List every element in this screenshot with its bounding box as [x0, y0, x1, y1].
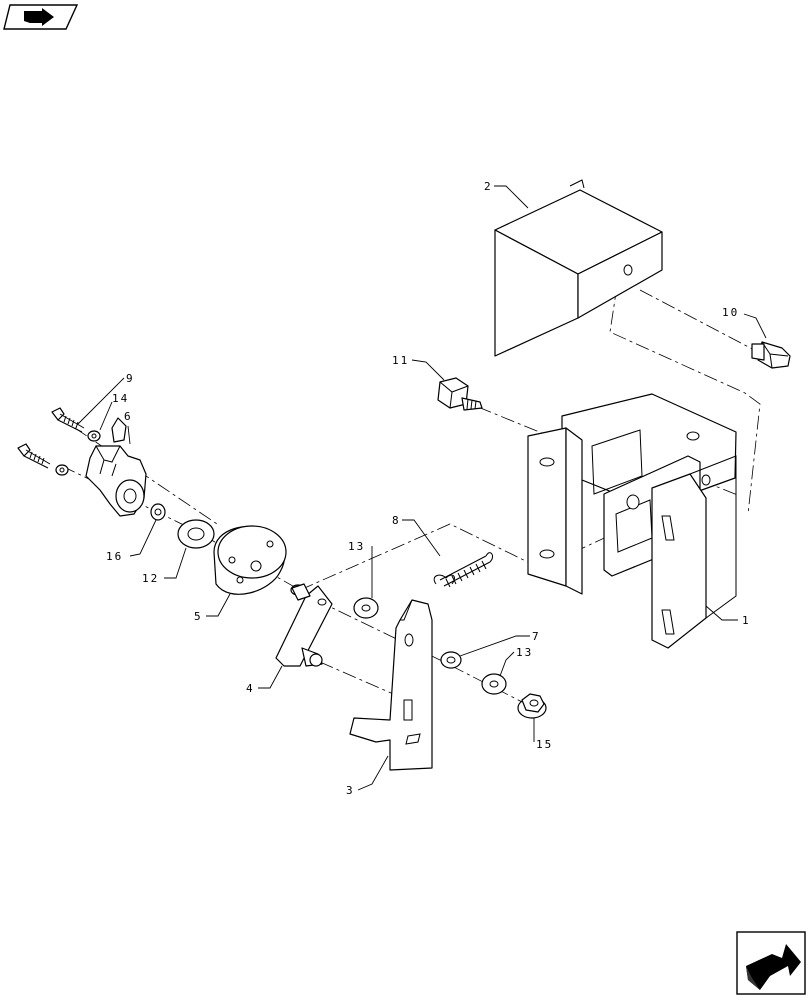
part-6-switch: [85, 417, 147, 517]
callout-16: 16: [106, 550, 123, 563]
callout-4: 4: [246, 682, 255, 695]
part-4-pin-bracket: [275, 583, 333, 667]
part-2-cover: [494, 179, 663, 357]
part-13-washer-lower: [481, 673, 507, 695]
callout-numbers: 1 2 3 4 5 6 7 8 9 10 11 12 13 13 14 15 1…: [106, 180, 751, 797]
callout-15: 15: [536, 738, 553, 751]
part-12-washer: [177, 519, 215, 549]
lower-washer: [55, 464, 69, 476]
callout-3: 3: [346, 784, 355, 797]
part-14-washer: [87, 430, 101, 442]
part-9-screw: [51, 407, 85, 433]
part-16-clip: [150, 503, 166, 521]
callout-5: 5: [194, 610, 203, 623]
callout-1: 1: [742, 614, 751, 627]
callout-10: 10: [722, 306, 739, 319]
callout-7: 7: [532, 630, 541, 643]
next-page-arrow-icon[interactable]: [736, 931, 806, 995]
part-11-bolt: [437, 377, 483, 411]
callout-6: 6: [124, 410, 133, 423]
callout-8: 8: [392, 514, 401, 527]
part-10-bolt: [751, 341, 791, 369]
part-5-cam-disc: [213, 525, 287, 595]
callout-2: 2: [484, 180, 493, 193]
callout-11: 11: [392, 354, 409, 367]
part-13-washer-upper: [353, 597, 379, 619]
part-3-lever-plate: [349, 599, 433, 771]
callout-13-lower: 13: [516, 646, 533, 659]
callout-14: 14: [112, 392, 129, 405]
lower-screw: [17, 443, 51, 469]
part-15-flange-nut: [517, 693, 547, 719]
part-7-spacer: [440, 651, 462, 669]
part-1-bracket: [527, 393, 737, 649]
callout-9: 9: [126, 372, 135, 385]
callout-13-upper: 13: [348, 540, 365, 553]
callout-12: 12: [142, 572, 159, 585]
part-8-spring: [433, 552, 493, 588]
previous-page-arrow-icon[interactable]: [3, 4, 79, 30]
callout-leaders: [77, 185, 767, 791]
